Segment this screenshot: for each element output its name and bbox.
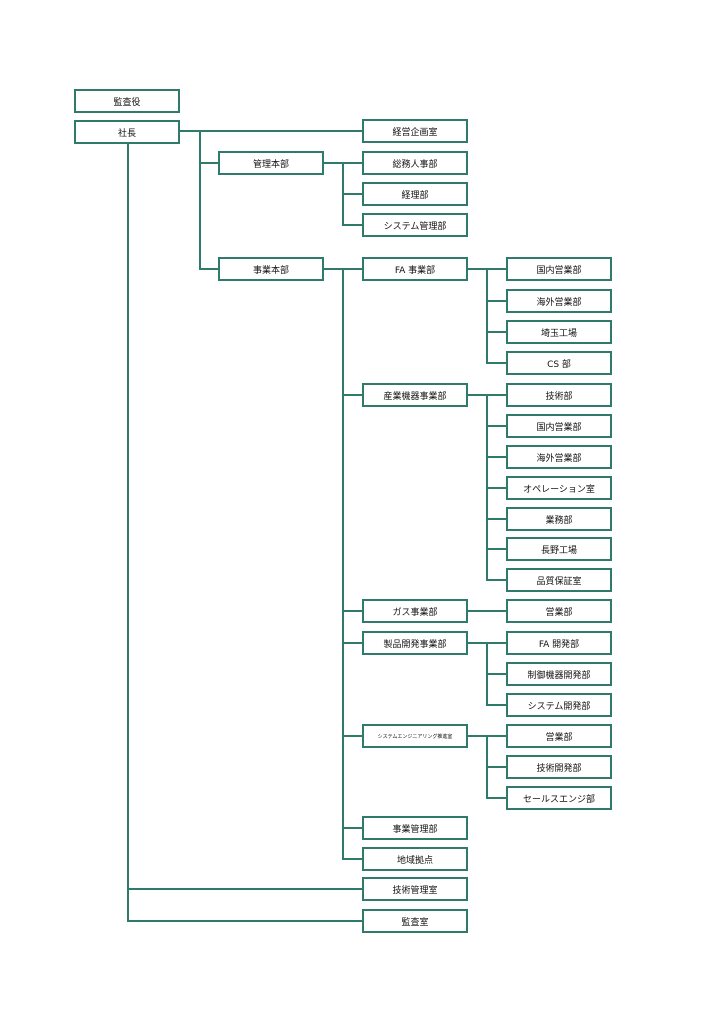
node-gas-item: 営業部 [506, 599, 612, 623]
node-accounting: 経理部 [362, 182, 468, 206]
node-system-mgmt: システム管理部 [362, 213, 468, 237]
node-president: 社長 [74, 120, 180, 144]
node-gas-division: ガス事業部 [362, 599, 468, 623]
node-tech-mgmt: 技術管理室 [362, 877, 468, 901]
node-product-dev-division: 製品開発事業部 [362, 631, 468, 655]
node-industrial-item: オペレーション室 [506, 476, 612, 500]
connector-product-dev-trunk [486, 643, 506, 706]
connector-sys-eng-trunk [486, 736, 506, 799]
connector-admin-trunk [342, 163, 362, 226]
node-industrial-item: 国内営業部 [506, 414, 612, 438]
node-regional: 地域拠点 [362, 847, 468, 871]
node-fa-item: 海外営業部 [506, 289, 612, 313]
connector-business-trunk [342, 269, 362, 860]
node-sys-eng-item: セールスエンジ部 [506, 786, 612, 810]
node-sys-eng-office: システムエンジニアリング推進室 [362, 724, 468, 748]
node-industrial-item: 長野工場 [506, 537, 612, 561]
node-general-affairs: 総務人事部 [362, 151, 468, 175]
node-sys-eng-item: 営業部 [506, 724, 612, 748]
node-industrial-item: 業務部 [506, 507, 612, 531]
node-fa-item: 国内営業部 [506, 257, 612, 281]
connector-fa-trunk [486, 269, 506, 364]
node-fa-item: CS 部 [506, 351, 612, 375]
node-audit-office: 監査室 [362, 909, 468, 933]
node-industrial-item: 品質保証室 [506, 568, 612, 592]
node-product-dev-item: FA 開発部 [506, 631, 612, 655]
node-industrial-item: 海外営業部 [506, 445, 612, 469]
node-president-office: 経営企画室 [362, 119, 468, 143]
node-auditor: 監査役 [74, 89, 180, 113]
node-product-dev-item: システム開発部 [506, 693, 612, 717]
connector-president-trunk [127, 143, 362, 922]
node-sys-eng-item: 技術開発部 [506, 755, 612, 779]
node-product-dev-item: 制御機器開発部 [506, 662, 612, 686]
node-admin-hq: 管理本部 [218, 151, 324, 175]
node-industrial-item: 技術部 [506, 383, 612, 407]
node-fa-item: 埼玉工場 [506, 320, 612, 344]
node-business-mgmt: 事業管理部 [362, 816, 468, 840]
node-business-hq: 事業本部 [218, 257, 324, 281]
connector-hq-trunk [199, 131, 218, 270]
node-industrial-division: 産業機器事業部 [362, 383, 468, 407]
node-fa-division: FA 事業部 [362, 257, 468, 281]
